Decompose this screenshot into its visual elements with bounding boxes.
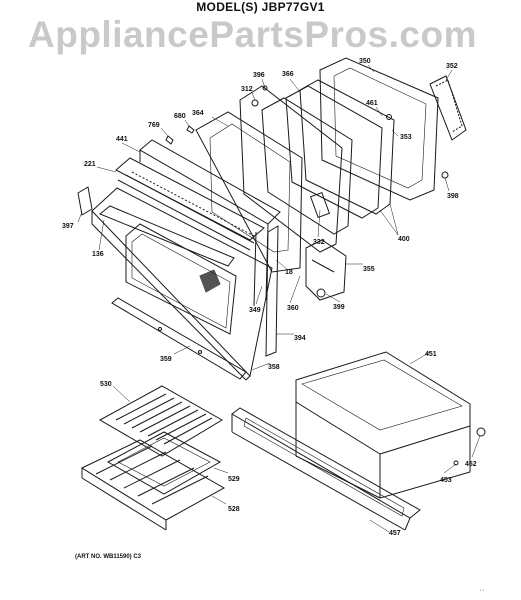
label-394: 394 bbox=[294, 335, 306, 342]
watermark: AppliancePartsPros.com bbox=[28, 14, 477, 55]
label-399: 399 bbox=[333, 304, 345, 311]
label-680: 680 bbox=[174, 113, 186, 120]
label-528: 528 bbox=[228, 506, 240, 513]
broiler-pan-top bbox=[98, 385, 223, 457]
door-top-vent bbox=[115, 157, 265, 251]
drawer-body bbox=[295, 351, 471, 499]
label-441: 441 bbox=[116, 136, 128, 143]
label-349: 349 bbox=[249, 307, 261, 314]
label-353: 353 bbox=[400, 134, 412, 141]
label-312: 312 bbox=[241, 86, 253, 93]
broiler-pan-bottom bbox=[106, 431, 222, 495]
label-457: 457 bbox=[389, 530, 401, 537]
model-title: MODEL(S) JBP77GV1 bbox=[196, 0, 325, 14]
hinge-bracket bbox=[305, 191, 347, 301]
label-366: 366 bbox=[282, 71, 294, 78]
leader-lines bbox=[77, 64, 481, 533]
page-mark: ' ' bbox=[480, 590, 484, 596]
oven-rack bbox=[80, 439, 226, 531]
drawer-front bbox=[231, 407, 421, 531]
label-352: 352 bbox=[446, 63, 458, 70]
label-358: 358 bbox=[268, 364, 280, 371]
label-364: 364 bbox=[192, 110, 204, 117]
label-400: 400 bbox=[398, 236, 410, 243]
label-461: 461 bbox=[366, 100, 378, 107]
label-350: 350 bbox=[359, 58, 371, 65]
label-359: 359 bbox=[160, 356, 172, 363]
label-396: 396 bbox=[253, 72, 265, 79]
label-355: 355 bbox=[363, 266, 375, 273]
part-labels: 396 366 350 352 312 680 364 769 461 353 … bbox=[62, 58, 477, 537]
door-outer-frame bbox=[319, 57, 439, 201]
label-397: 397 bbox=[62, 223, 74, 230]
label-332: 332 bbox=[313, 239, 325, 246]
label-452: 452 bbox=[465, 461, 477, 468]
label-18: 18 bbox=[285, 269, 293, 276]
label-530: 530 bbox=[100, 381, 112, 388]
door-outer-panel bbox=[91, 187, 273, 381]
label-529: 529 bbox=[228, 476, 240, 483]
label-451: 451 bbox=[425, 351, 437, 358]
label-360: 360 bbox=[287, 305, 299, 312]
door-handle bbox=[99, 205, 235, 293]
small-hardware bbox=[77, 85, 486, 466]
door-gasket bbox=[429, 75, 467, 141]
label-769: 769 bbox=[148, 122, 160, 129]
label-398: 398 bbox=[447, 193, 459, 200]
door-bottom-trim bbox=[111, 297, 247, 380]
label-453: 453 bbox=[440, 477, 452, 484]
door-side-rail bbox=[265, 225, 279, 357]
art-number: (ART NO. WB11590) C3 bbox=[75, 554, 142, 560]
label-221: 221 bbox=[84, 161, 96, 168]
label-136: 136 bbox=[92, 251, 104, 258]
